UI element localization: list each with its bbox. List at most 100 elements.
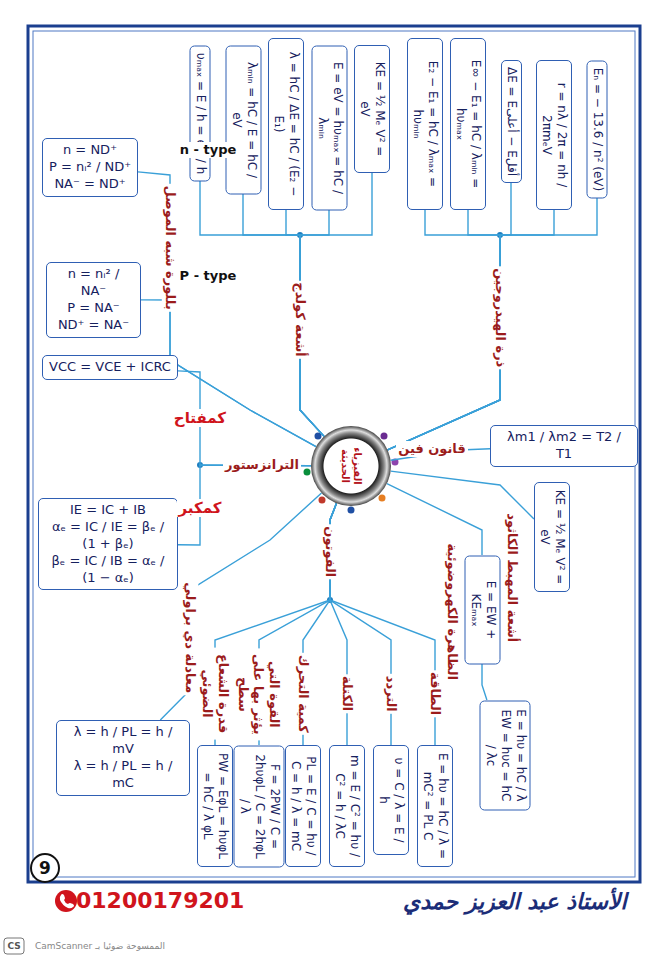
formula-text: KE = ½ Mₑ V² = eV — [357, 52, 387, 166]
footer-text: 01200179201 — [74, 888, 246, 914]
branch-label: قدرة الشعاع الضوئي — [199, 648, 230, 740]
branch-connector — [330, 503, 435, 745]
page-number-circle — [31, 854, 59, 882]
formula-text: λm1 / λm2 = T2 / T1 — [497, 429, 631, 463]
formula-box: m = E / C² = hυ / C² = h / λC — [329, 745, 365, 867]
branch-dot — [319, 497, 326, 504]
formula-text: F = 2PW / C = 2hυφL / C = 2hφL / λ — [237, 752, 282, 860]
formula-text: IE = IC + IB — [45, 502, 171, 519]
branch-connector — [138, 172, 316, 447]
branch-connector — [388, 210, 500, 450]
formula-box: Eₙ = − 13.6 / n² (eV) — [587, 60, 608, 198]
formula-box: υ = C / λ = E / h — [373, 745, 409, 855]
branch-connector — [330, 503, 391, 745]
formula-box: IE = IC + IBαₑ = IC / IE = βₑ / (1 + βₑ)… — [38, 498, 178, 590]
formula-box: λ = hC / ΔE = hC / (E₂ − E₁) — [268, 38, 304, 210]
trunk-label: ذرة الهيدروجين — [492, 267, 508, 370]
branch-label: كمية التحرك — [295, 653, 311, 735]
branch-dot — [381, 433, 388, 440]
branch-connector — [388, 210, 500, 450]
trunk-label: بللورة شبه الموصل — [162, 184, 178, 312]
formula-text: EW = hυc = hC / λc — [483, 707, 513, 803]
formula-box: λₘᵢₙ = hC / E = hC / eV — [225, 45, 261, 194]
formula-text: υ = C / λ = E / h — [376, 752, 406, 848]
formula-box: n = nᵢ² / NA⁻P = NA⁻ND⁺ = NA⁻ — [46, 262, 141, 338]
center-circle: الفيزياء الحديثة — [311, 426, 391, 506]
formula-text: r = nλ / 2π = nh / 2πmₑV — [539, 67, 569, 203]
formula-text: PL = E / C = hυ / C = h / λ = mC — [288, 752, 318, 860]
formula-box: E = EW + KEₘₐₓ — [464, 555, 500, 664]
branch-label: القوة التي يؤثر بها على سطح — [236, 648, 283, 740]
footer-text: الأستاذ عبد العزيز حمدي — [402, 889, 629, 915]
formula-text: NA⁻ = ND⁺ — [49, 176, 131, 193]
formula-box: VCC = VCE + ICRC — [42, 355, 178, 380]
formula-text: λₘᵢₙ = hC / E = hC / eV — [228, 52, 258, 187]
branch-label: P - type — [178, 268, 239, 284]
phone-icon-handset — [60, 894, 74, 908]
branch-label: كمفتاح — [172, 409, 228, 427]
branch-label: n - type — [178, 142, 239, 158]
formula-box: ΔE = Eأعلى − Eأقل — [501, 60, 522, 183]
branch-dot — [379, 495, 386, 502]
formula-text: λ = h / PL = h / mV — [63, 724, 183, 758]
formula-text: KE = ½ Mₑ V² = eV — [537, 489, 567, 585]
page-frame — [28, 26, 640, 882]
trunk-label: أشعة كولدج — [292, 281, 308, 359]
branch-label: معادلة دي براولي — [182, 581, 198, 696]
formula-box: PW = EφL = hυφL = hC / λ φL — [197, 745, 233, 867]
footer-text: 9 — [37, 858, 53, 878]
phone-icon — [55, 890, 77, 912]
branch-label: قانون فين — [396, 441, 468, 457]
branch-connector — [387, 484, 482, 555]
formula-text: λ = h / PL = h / mC — [63, 758, 183, 792]
footer-text: CS — [6, 941, 23, 952]
formula-text: ΔE = Eأعلى − Eأقل — [504, 67, 519, 176]
formula-text: P = NA⁻ — [53, 300, 134, 317]
formula-box: E₂ − E₁ = hC / λₘₐₓ = hυₘᵢₙ — [407, 38, 443, 210]
formula-box: KE = ½ Mₑ V² = eV — [354, 45, 390, 173]
formula-text: E∞ − E₁ = hC / λₘᵢₙ = hυₘₐₓ — [453, 45, 483, 203]
branch-label: كمكبر — [177, 499, 224, 517]
formula-text: αₑ = IC / IE = βₑ / (1 + βₑ) — [45, 519, 171, 553]
formula-box: r = nλ / 2π = nh / 2πmₑV — [536, 60, 572, 210]
formula-text: E₂ − E₁ = hC / λₘₐₓ = hυₘᵢₙ — [410, 45, 440, 203]
branch-connector — [388, 210, 554, 450]
formula-box: υₘₐₓ = E / h = eV / h — [190, 45, 211, 181]
trunk-label: الفوتون — [322, 525, 338, 580]
branch-dot — [304, 469, 311, 476]
scanner-logo-box — [4, 938, 24, 954]
branch-label: التردد — [383, 674, 399, 714]
formula-text: P = nᵢ² / ND⁺ — [49, 159, 131, 176]
formula-text: PW = EφL = hυφL = hC / λ φL — [200, 752, 230, 860]
branch-connector — [243, 194, 324, 436]
branch-connector — [200, 181, 324, 436]
formula-text: ND⁺ = NA⁻ — [53, 317, 134, 334]
branch-label: الطاقة — [427, 671, 443, 718]
formula-box: λm1 / λm2 = T2 / T1 — [490, 425, 638, 467]
branch-connector — [482, 664, 487, 700]
formula-box: n = ND⁺P = nᵢ² / ND⁺NA⁻ = ND⁺ — [42, 138, 138, 197]
branch-connector — [215, 503, 337, 745]
trunk-label: الترانزستور — [223, 457, 301, 473]
formula-box: λ = h / PL = h / mVλ = h / PL = h / mC — [56, 720, 190, 796]
formula-text: E = hυ = hC / λ — [513, 707, 528, 803]
formula-text: E = EW + KEₘₐₓ — [467, 562, 497, 657]
formula-text: βₑ = IC / IB = αₑ / (1 − αₑ) — [45, 553, 171, 587]
formula-text: Eₙ = − 13.6 / n² (eV) — [590, 67, 605, 191]
formula-text: m = E / C² = hυ / C² = h / λC — [332, 752, 362, 860]
formula-box: E = eV = hυₘₐₓ = hC / λₘᵢₙ — [311, 45, 347, 210]
branch-dot — [348, 507, 355, 514]
formula-box: E = hυ = hC / λ = mC² = PL C — [417, 745, 453, 867]
formula-text: n = nᵢ² / NA⁻ — [53, 266, 134, 300]
formula-box: KE = ½ Mₑ V² = eV — [534, 482, 570, 592]
branch-label: أشعة المهبط الكاثود — [504, 512, 520, 645]
formula-text: E = eV = hυₘₐₓ = hC / λₘᵢₙ — [314, 52, 344, 203]
branch-connector — [286, 210, 324, 436]
branch-connector — [388, 183, 511, 450]
formula-text: VCC = VCE + ICRC — [49, 359, 171, 376]
formula-box: E = hυ = hC / λEW = hυc = hC / λc — [480, 700, 531, 810]
formula-box: E∞ − E₁ = hC / λₘᵢₙ = hυₘₐₓ — [450, 38, 486, 210]
formula-box: PL = E / C = hυ / C = h / λ = mC — [285, 745, 321, 867]
formula-box: F = 2PW / C = 2hυφL / C = 2hφL / λ — [234, 745, 285, 867]
footer-text: الممسوحة ضوئيا بـ CamScanner — [33, 941, 167, 952]
